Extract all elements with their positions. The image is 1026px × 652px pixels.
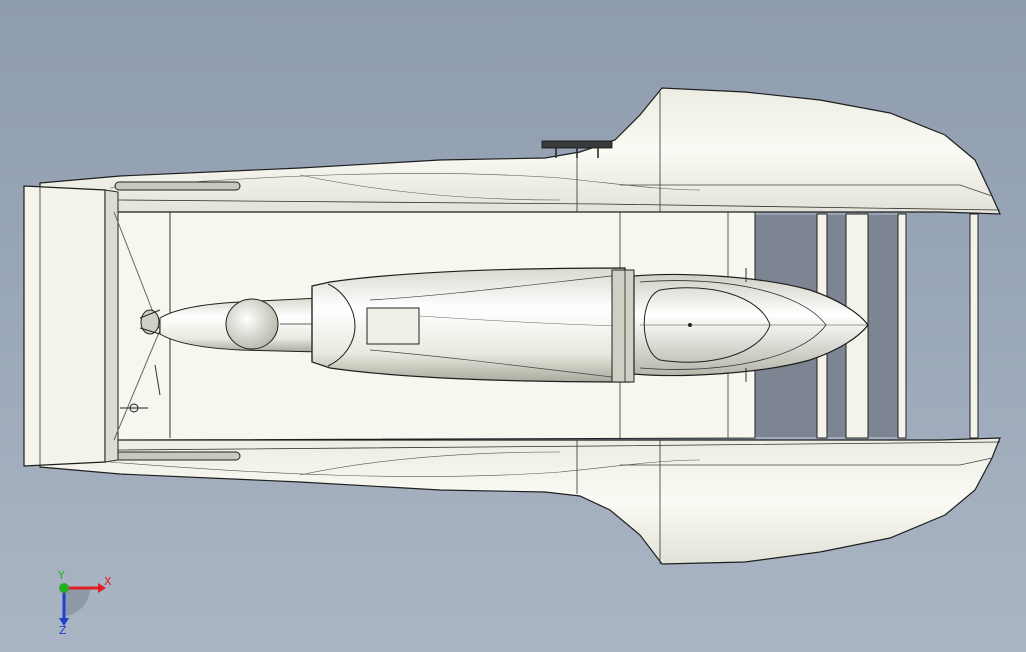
engine-hatch[interactable] (366, 307, 420, 345)
propeller-assembly[interactable] (120, 309, 161, 413)
z-axis-label: Z (59, 624, 67, 637)
lower-sponson[interactable] (39, 437, 1001, 565)
orientation-triad: X Y Z (57, 569, 112, 637)
rear-booms[interactable] (114, 181, 241, 461)
cockpit-canopy[interactable] (643, 287, 771, 363)
y-axis-label: Y (57, 569, 65, 582)
y-axis-dot (59, 583, 69, 593)
deck-fitting[interactable] (541, 140, 613, 158)
x-axis-label: X (104, 575, 112, 588)
coupling-ball[interactable] (225, 298, 279, 350)
engine-pod[interactable] (311, 267, 631, 383)
upper-sponson[interactable] (39, 87, 1001, 215)
rear-wing[interactable] (23, 185, 161, 467)
